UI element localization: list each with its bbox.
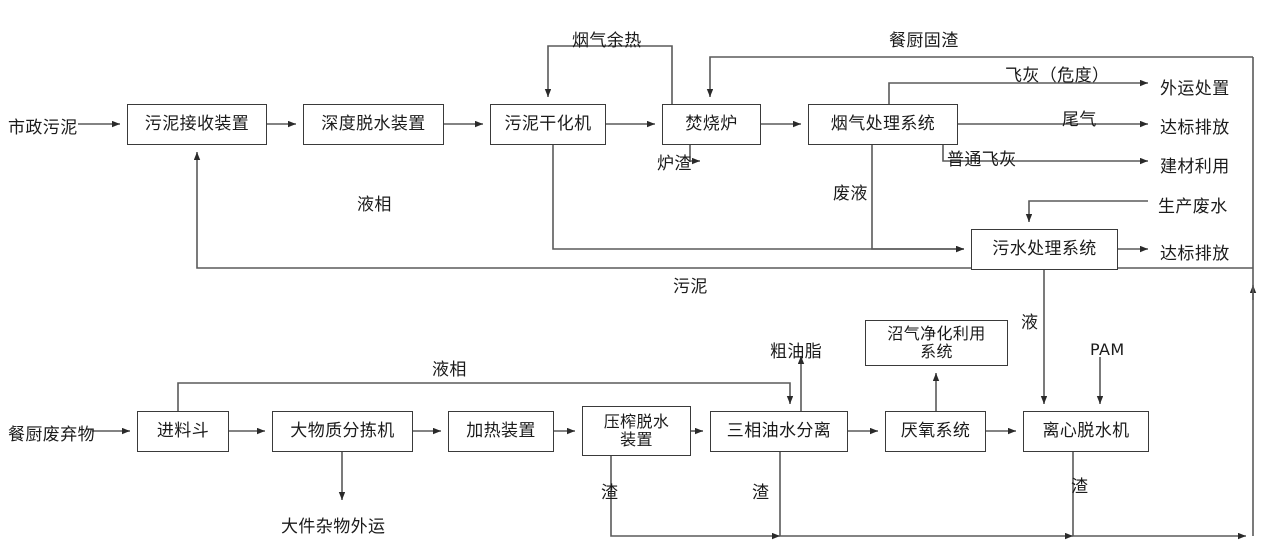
node-label: 沼气净化利用 系统 [887, 324, 986, 361]
node-label: 污水处理系统 [992, 238, 1097, 259]
label-text: 普通飞灰 [947, 150, 1017, 170]
label-waste-liquid: 废液 [833, 179, 868, 204]
label-text: 建材利用 [1160, 157, 1230, 177]
node-press-dewatering[interactable]: 压榨脱水 装置 [582, 406, 691, 456]
node-label: 大物质分拣机 [290, 420, 395, 441]
label-text: 液相 [432, 360, 467, 380]
label-crude-grease: 粗油脂 [770, 337, 822, 362]
label-slag: 炉渣 [657, 149, 692, 174]
label-pam: PAM [1090, 340, 1125, 359]
label-text: 外运处置 [1160, 79, 1230, 99]
node-flue-gas-treatment[interactable]: 烟气处理系统 [808, 104, 958, 145]
node-label: 深度脱水装置 [321, 113, 426, 134]
label-ordinary-fly-ash: 普通飞灰 [947, 145, 1017, 170]
label-text: 生产废水 [1158, 197, 1228, 217]
label-text: 尾气 [1062, 110, 1097, 130]
label-residue-centrifuge: 渣 [1071, 472, 1088, 497]
node-label: 离心脱水机 [1042, 420, 1130, 441]
label-liquid: 液 [1021, 308, 1038, 333]
label-flue-gas-waste-heat: 烟气余热 [572, 26, 642, 51]
node-label: 污泥接收装置 [144, 113, 250, 134]
label-text: 达标排放 [1160, 244, 1230, 264]
label-kitchen-waste: 餐厨废弃物 [8, 420, 95, 445]
label-fly-ash-hazardous: 飞灰（危度） [1005, 61, 1109, 86]
node-label: 厌氧系统 [900, 420, 971, 441]
node-sludge-dryer[interactable]: 污泥干化机 [490, 104, 606, 145]
wire-ordinary-fly-ash [942, 145, 1148, 165]
wire-sludge-return [193, 152, 1253, 269]
label-kitchen-solid-residue: 餐厨固渣 [889, 26, 959, 51]
label-text: 飞灰（危度） [1005, 66, 1110, 86]
wire-residue-separator [779, 452, 1073, 540]
label-text: 烟气余热 [572, 31, 642, 51]
node-wastewater-treatment[interactable]: 污水处理系统 [971, 229, 1118, 270]
node-biogas-purification[interactable]: 沼气净化利用 系统 [865, 320, 1008, 366]
node-feed-hopper[interactable]: 进料斗 [137, 411, 229, 452]
label-liquid-phase-top: 液相 [357, 190, 392, 215]
wire-liquid-phase-top [552, 145, 964, 253]
node-bulk-sorter[interactable]: 大物质分拣机 [272, 411, 413, 452]
label-text: 液 [1021, 313, 1039, 333]
node-deep-dewatering[interactable]: 深度脱水装置 [303, 104, 444, 145]
label-municipal-sludge: 市政污泥 [8, 113, 78, 138]
label-text: 液相 [357, 195, 392, 215]
label-text: 废液 [833, 184, 868, 204]
node-label: 加热装置 [466, 420, 536, 441]
label-compliant-discharge-top: 达标排放 [1160, 113, 1230, 138]
label-sludge-return: 污泥 [673, 272, 708, 297]
label-text: PAM [1090, 340, 1125, 359]
wire-fly-ash-hazardous [888, 79, 1148, 104]
label-building-material-use: 建材利用 [1160, 152, 1230, 177]
wire-residue-centrifuge [1072, 452, 1246, 540]
label-liquid-phase-bottom: 液相 [432, 355, 467, 380]
label-text: 大件杂物外运 [281, 517, 386, 537]
wire-incinerator-slag [689, 145, 700, 165]
label-compliant-discharge-mid: 达标排放 [1160, 239, 1230, 264]
label-text: 市政污泥 [8, 118, 78, 138]
node-label: 污泥干化机 [504, 113, 592, 134]
wire-residue-press [610, 456, 780, 540]
label-text: 渣 [1071, 477, 1089, 497]
label-text: 污泥 [673, 277, 708, 297]
label-text: 餐厨废弃物 [8, 425, 95, 445]
wire-flue-gas-waste-heat [544, 45, 673, 104]
label-residue-press: 渣 [601, 478, 618, 503]
node-label: 烟气处理系统 [830, 113, 936, 134]
label-bulk-debris-transport: 大件杂物外运 [281, 512, 385, 537]
label-text: 餐厨固渣 [889, 31, 959, 51]
label-residue-separator: 渣 [752, 478, 769, 503]
label-text: 达标排放 [1160, 118, 1230, 138]
label-text: 炉渣 [657, 154, 692, 174]
wire-kitchen-residue [706, 56, 1253, 97]
node-heating-device[interactable]: 加热装置 [448, 411, 554, 452]
node-anaerobic-system[interactable]: 厌氧系统 [885, 411, 986, 452]
node-incinerator[interactable]: 焚烧炉 [662, 104, 761, 145]
label-text: 粗油脂 [770, 342, 823, 362]
node-label: 焚烧炉 [685, 113, 738, 134]
node-label: 进料斗 [156, 420, 210, 441]
node-label: 三相油水分离 [726, 420, 832, 441]
wire-production-wastewater [1025, 200, 1148, 222]
node-centrifugal-dryer[interactable]: 离心脱水机 [1023, 411, 1149, 452]
wire-liquid-phase-bottom [177, 382, 794, 411]
node-sludge-receiving[interactable]: 污泥接收装置 [127, 104, 267, 145]
label-text: 渣 [752, 483, 770, 503]
node-three-phase-separator[interactable]: 三相油水分离 [710, 411, 848, 452]
label-off-site-disposal: 外运处置 [1160, 74, 1230, 99]
node-label: 压榨脱水 装置 [603, 412, 670, 449]
label-text: 渣 [601, 483, 619, 503]
label-tail-gas: 尾气 [1062, 105, 1097, 130]
label-production-wastewater: 生产废水 [1158, 192, 1228, 217]
